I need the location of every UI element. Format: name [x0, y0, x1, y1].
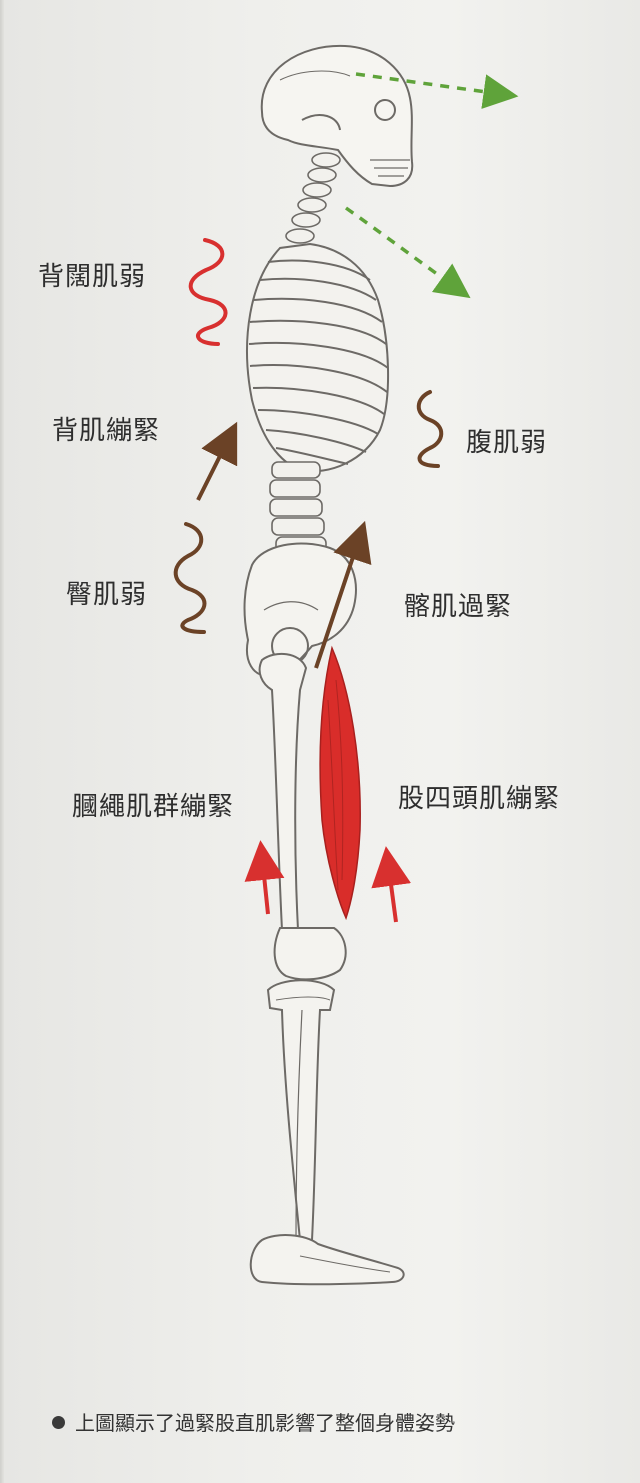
label-latissimus: 背闊肌弱: [38, 262, 147, 292]
tibia-fibula: [266, 979, 336, 1241]
arrow-up-icon: [371, 846, 411, 923]
femur: [258, 652, 347, 981]
pelvis: [243, 542, 357, 678]
arrow-up-icon: [244, 840, 285, 915]
bullet-icon: [52, 1416, 65, 1429]
label-quadriceps: 股四頭肌繃緊: [398, 784, 561, 814]
label-hip-flexors: 髂肌過緊: [404, 592, 513, 622]
label-gluteals: 臀肌弱: [66, 580, 148, 610]
dashed-arrow-icon: [344, 72, 519, 299]
cervical-spine: [285, 152, 341, 244]
rib-cage: [246, 242, 389, 473]
rectus-femoris-muscle: [319, 645, 361, 921]
arrow-up-icon: [196, 421, 238, 501]
arrow-up-icon: [314, 520, 372, 669]
label-back-muscles: 背肌繃緊: [52, 416, 161, 446]
foot: [249, 1234, 405, 1286]
page-edge: [0, 0, 4, 1483]
lumbar-spine: [269, 461, 327, 554]
skull: [260, 44, 414, 188]
caption-text: 上圖顯示了過緊股直肌影響了整個身體姿勢: [75, 1411, 455, 1435]
label-hamstrings: 膕繩肌群繃緊: [72, 792, 235, 822]
figure-caption: 上圖顯示了過緊股直肌影響了整個身體姿勢: [52, 1407, 455, 1436]
wavy-line-icon: [416, 390, 444, 468]
wavy-line-icon: [188, 238, 228, 346]
label-abdominals: 腹肌弱: [466, 428, 548, 458]
wavy-line-icon: [173, 522, 207, 634]
